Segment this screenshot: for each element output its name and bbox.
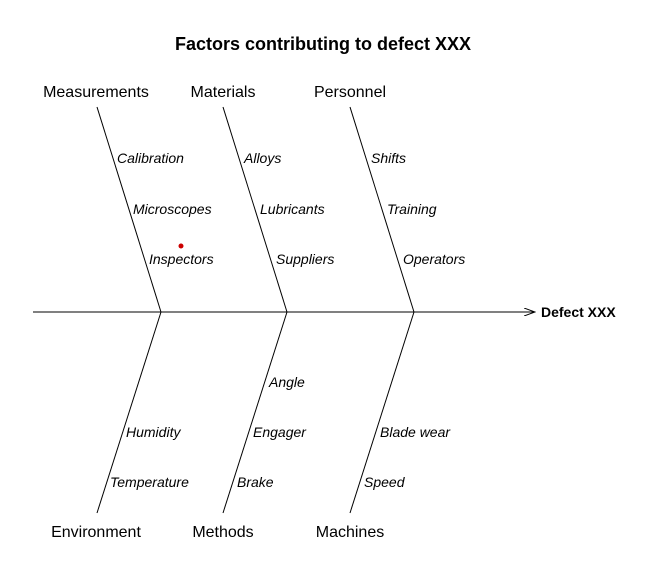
cause-label: Angle bbox=[268, 374, 305, 390]
cause-label: Brake bbox=[237, 474, 274, 490]
category-measurements: Measurements bbox=[43, 84, 149, 101]
category-methods: Methods bbox=[192, 524, 253, 541]
bone-machines bbox=[349, 311, 415, 514]
cause-label: Lubricants bbox=[260, 201, 325, 217]
cause-label: Speed bbox=[364, 474, 406, 490]
cause-label: Shifts bbox=[371, 150, 406, 166]
category-environment: Environment bbox=[51, 524, 141, 541]
cause-label: Temperature bbox=[110, 474, 189, 490]
cause-label: Alloys bbox=[243, 150, 281, 166]
bone-materials bbox=[222, 106, 288, 313]
diagram-title: Factors contributing to defect XXX bbox=[175, 34, 471, 54]
bone-personnel bbox=[349, 106, 415, 313]
bone-measurements bbox=[96, 106, 162, 313]
cause-label: Engager bbox=[253, 424, 307, 440]
category-personnel: Personnel bbox=[314, 84, 386, 101]
cause-label: Training bbox=[387, 201, 437, 217]
cause-label: Microscopes bbox=[133, 201, 212, 217]
cause-label: Blade wear bbox=[380, 424, 451, 440]
effect-label: Defect XXX bbox=[541, 304, 616, 320]
bone-environment bbox=[96, 311, 162, 514]
cause-label: Calibration bbox=[117, 150, 184, 166]
cause-label: Inspectors bbox=[149, 251, 214, 267]
category-machines: Machines bbox=[316, 524, 384, 541]
cause-label: Humidity bbox=[126, 424, 181, 440]
red-dot-marker bbox=[178, 243, 184, 249]
category-materials: Materials bbox=[191, 84, 256, 101]
bone-methods bbox=[222, 311, 288, 514]
cause-label: Operators bbox=[403, 251, 465, 267]
cause-label: Suppliers bbox=[276, 251, 334, 267]
